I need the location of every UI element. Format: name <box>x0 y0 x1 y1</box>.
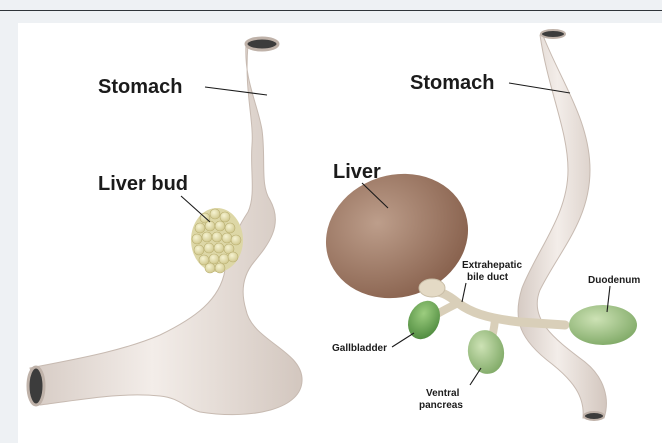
liver-bud-leader <box>181 196 210 222</box>
duodenum-bud <box>569 305 637 345</box>
bile-duct-label-line1: Extrahepatic <box>462 260 522 271</box>
gallbladder-label: Gallbladder <box>332 343 387 354</box>
ventral-pancreas-leader <box>470 368 481 385</box>
right-gut-tube <box>518 30 606 420</box>
liver-bud-label: Liver bud <box>98 173 188 195</box>
gallbladder <box>402 296 446 345</box>
left-stomach-label: Stomach <box>98 76 182 98</box>
right-stomach-label: Stomach <box>410 72 494 94</box>
bile-duct-leader <box>462 283 466 302</box>
left-stomach-leader <box>205 87 267 95</box>
ventral-pancreas <box>464 327 507 377</box>
duodenum-label: Duodenum <box>588 275 640 286</box>
gallbladder-leader <box>392 333 414 347</box>
ventral-pancreas-label-line1: Ventral <box>426 388 460 399</box>
bile-duct-label-line2: bile duct <box>467 272 509 283</box>
liver-label: Liver <box>333 161 381 183</box>
ventral-pancreas-label-line2: pancreas <box>419 400 463 411</box>
